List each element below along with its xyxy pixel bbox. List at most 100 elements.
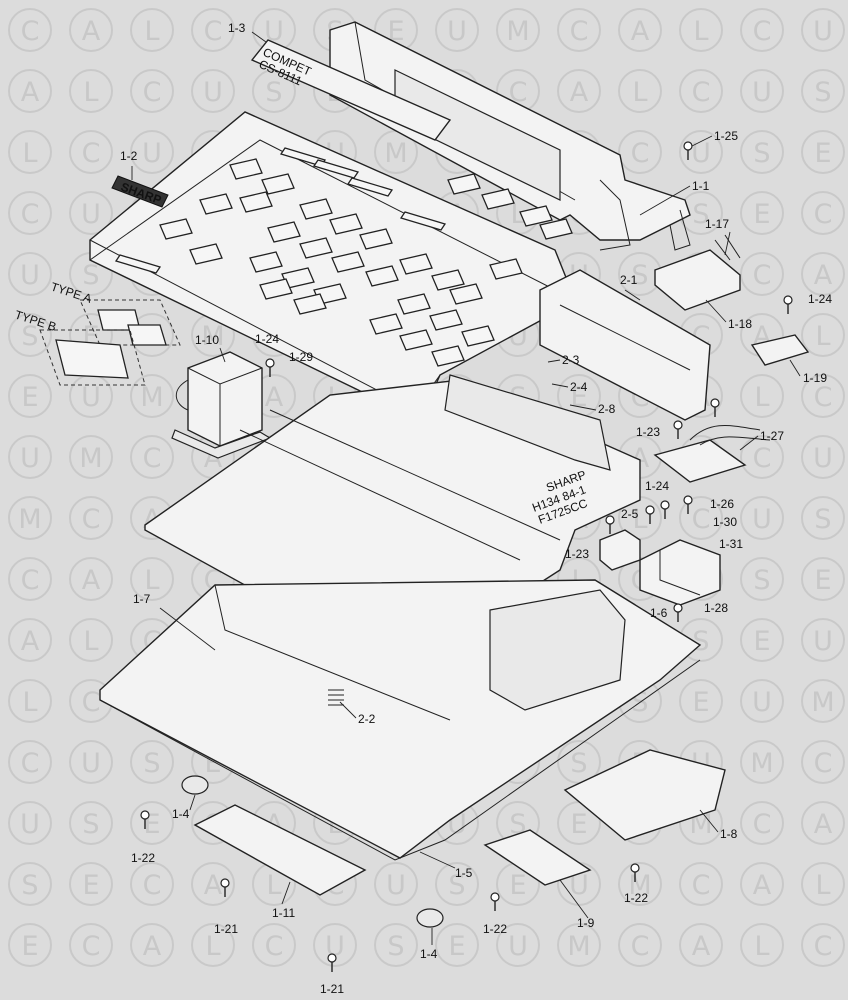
watermark-ring <box>679 923 723 967</box>
watermark-letter: L <box>83 77 98 108</box>
key-cap <box>189 243 223 265</box>
watermark-mark: A <box>130 923 174 967</box>
watermark-letter: C <box>143 77 162 108</box>
key-cap <box>229 158 263 180</box>
watermark-letter: E <box>82 870 99 901</box>
part-label-1-6: 1-6 <box>650 606 668 620</box>
watermark-letter: L <box>22 687 37 718</box>
watermark-mark: U <box>69 374 113 418</box>
watermark-letter: U <box>386 870 406 901</box>
watermark-ring <box>69 923 113 967</box>
watermark-letter: C <box>753 16 772 47</box>
watermark-ring <box>740 557 784 601</box>
watermark-letter: S <box>814 77 831 108</box>
watermark-mark: L <box>8 130 52 174</box>
watermark-letter: C <box>143 870 162 901</box>
watermark-mark: C <box>8 8 52 52</box>
part-label-1-23b: 1-23 <box>565 547 589 561</box>
watermark-ring <box>130 923 174 967</box>
screw-head <box>327 953 337 963</box>
transformer <box>171 351 272 459</box>
watermark-ring <box>801 923 845 967</box>
part-label-1-19: 1-19 <box>803 371 827 385</box>
watermark-ring <box>801 801 845 845</box>
screws <box>140 141 793 972</box>
watermark-letter: S <box>753 565 770 596</box>
watermark-letter: S <box>814 504 831 535</box>
watermark-ring <box>8 557 52 601</box>
part-label-1-24a: 1-24 <box>808 292 832 306</box>
watermark-mark: E <box>679 679 723 723</box>
watermark-mark: U <box>496 923 540 967</box>
watermark-letter: A <box>82 16 101 47</box>
watermark-mark: A <box>679 923 723 967</box>
watermark-ring <box>435 923 479 967</box>
watermark-letter: S <box>82 260 99 291</box>
watermark-mark: L <box>130 8 174 52</box>
watermark-mark: A <box>69 8 113 52</box>
watermark-mark: C <box>69 496 113 540</box>
watermark-ring <box>801 69 845 113</box>
watermark-mark: S <box>740 557 784 601</box>
part-label-1-24c: 1-24 <box>645 479 669 493</box>
watermark-letter: E <box>21 931 38 962</box>
part-label-2-3: 2-3 <box>562 353 580 367</box>
watermark-letter: S <box>692 199 709 230</box>
key-cap <box>267 221 301 243</box>
leader-line <box>624 289 641 301</box>
key-cap <box>489 258 523 280</box>
watermark-letter: E <box>814 138 831 169</box>
watermark-mark: S <box>801 496 845 540</box>
leader-line <box>705 299 727 323</box>
watermark-letter: E <box>570 809 587 840</box>
watermark-letter: A <box>631 16 650 47</box>
leader-line <box>219 347 226 363</box>
watermark-mark: C <box>740 435 784 479</box>
watermark-ring <box>130 801 174 845</box>
part-label-2-1: 2-1 <box>620 273 638 287</box>
watermark-ring <box>8 801 52 845</box>
watermark-letter: U <box>813 443 833 474</box>
screw-head <box>605 515 615 525</box>
watermark-ring <box>69 740 113 784</box>
watermark-ring <box>740 679 784 723</box>
watermark-mark: M <box>618 862 662 906</box>
part-label-1-27: 1-27 <box>760 429 784 443</box>
watermark-mark: C <box>191 8 235 52</box>
watermark-letter: U <box>20 809 40 840</box>
switch-holder-1-6 <box>639 539 721 606</box>
part-label-1-8: 1-8 <box>720 827 738 841</box>
watermark-ring <box>374 862 418 906</box>
watermark-ring <box>801 435 845 479</box>
watermark-letter: S <box>753 138 770 169</box>
watermark-ring <box>130 862 174 906</box>
watermark-mark: L <box>618 69 662 113</box>
watermark-letter: U <box>752 504 772 535</box>
watermark-mark: U <box>69 740 113 784</box>
watermark-letter: A <box>570 77 589 108</box>
watermark-mark: C <box>679 69 723 113</box>
watermark-mark: C <box>801 740 845 784</box>
slide-lever <box>346 177 394 197</box>
watermark-letter: L <box>266 870 281 901</box>
part-labels: 1-11-21-31-41-41-51-61-71-81-91-101-111-… <box>120 21 832 996</box>
key-cap <box>447 173 481 195</box>
watermark-letter: U <box>752 687 772 718</box>
watermark-letter: U <box>813 16 833 47</box>
watermark-ring <box>740 374 784 418</box>
watermark-ring <box>8 313 52 357</box>
key-cap <box>399 329 433 351</box>
part-label-1-1: 1-1 <box>692 179 710 193</box>
screw-head <box>710 398 720 408</box>
watermark-mark: U <box>374 862 418 906</box>
key-cap <box>299 237 333 259</box>
watermark-mark: U <box>8 801 52 845</box>
watermark-letter: E <box>814 565 831 596</box>
watermark-ring <box>679 679 723 723</box>
watermark-ring <box>679 8 723 52</box>
watermark-letter: C <box>82 504 101 535</box>
watermark-letter: C <box>21 199 40 230</box>
watermark-mark: U <box>435 8 479 52</box>
watermark-letter: L <box>815 321 830 352</box>
